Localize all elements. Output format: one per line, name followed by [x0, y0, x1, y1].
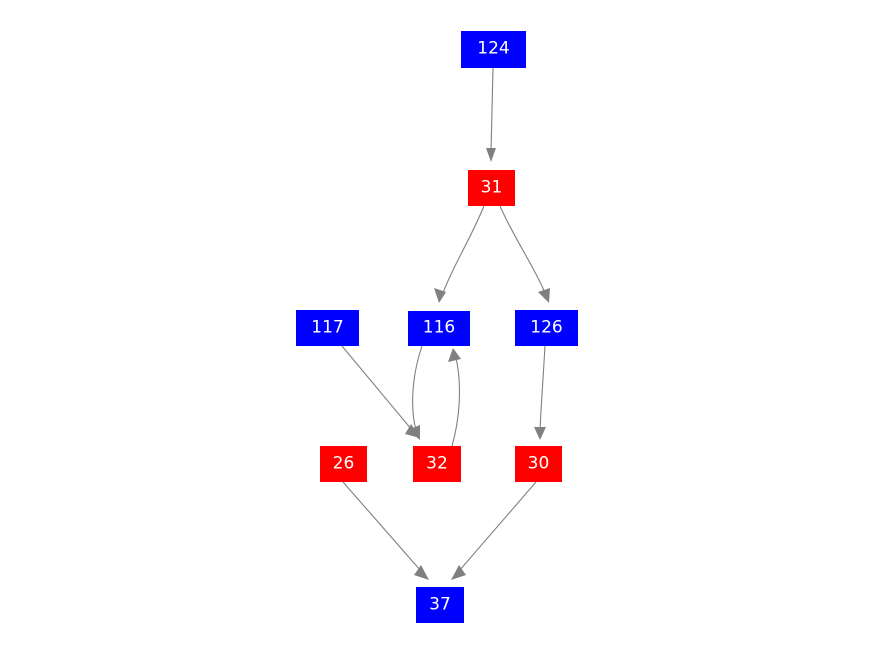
arrowhead-icon	[408, 425, 420, 440]
node-label: 126	[530, 317, 563, 337]
arrowhead-icon	[448, 348, 461, 362]
node-label: 117	[311, 317, 344, 337]
edge-n30-to-n37	[451, 481, 537, 580]
graph-node-124[interactable]: 124	[461, 31, 526, 68]
node-label: 116	[422, 317, 456, 338]
edge-n31-to-n116	[434, 205, 485, 303]
arrowhead-icon	[538, 288, 550, 303]
graph-node-26[interactable]: 26	[320, 446, 367, 482]
node-label: 30	[527, 453, 550, 473]
graph-node-32[interactable]: 32	[413, 446, 461, 482]
edge-n124-to-n31	[486, 67, 496, 162]
node-label: 32	[426, 453, 448, 473]
node-label: 26	[332, 453, 355, 473]
arrowhead-icon	[534, 427, 546, 440]
graph-node-117[interactable]: 117	[296, 310, 359, 346]
arrowhead-icon	[434, 288, 446, 303]
node-label: 31	[480, 177, 503, 197]
graph-node-126[interactable]: 126	[515, 310, 578, 346]
edge-n31-to-n126	[499, 205, 550, 303]
edge-n117-to-n32	[341, 345, 420, 438]
arrowhead-icon	[414, 565, 429, 580]
graph-node-31[interactable]: 31	[468, 170, 515, 206]
edge-n26-to-n37	[342, 481, 429, 580]
edge-n126-to-n30	[534, 345, 546, 440]
edge-n116-to-n32	[408, 345, 423, 440]
node-label: 124	[477, 38, 510, 59]
arrowhead-icon	[486, 148, 496, 162]
graph-node-30[interactable]: 30	[515, 446, 562, 482]
arrowhead-icon	[451, 565, 466, 580]
node-label: 37	[429, 594, 451, 614]
graph-node-116[interactable]: 116	[408, 311, 470, 346]
edge-n32-to-n116	[448, 348, 461, 447]
graph-node-37[interactable]: 37	[416, 587, 464, 623]
